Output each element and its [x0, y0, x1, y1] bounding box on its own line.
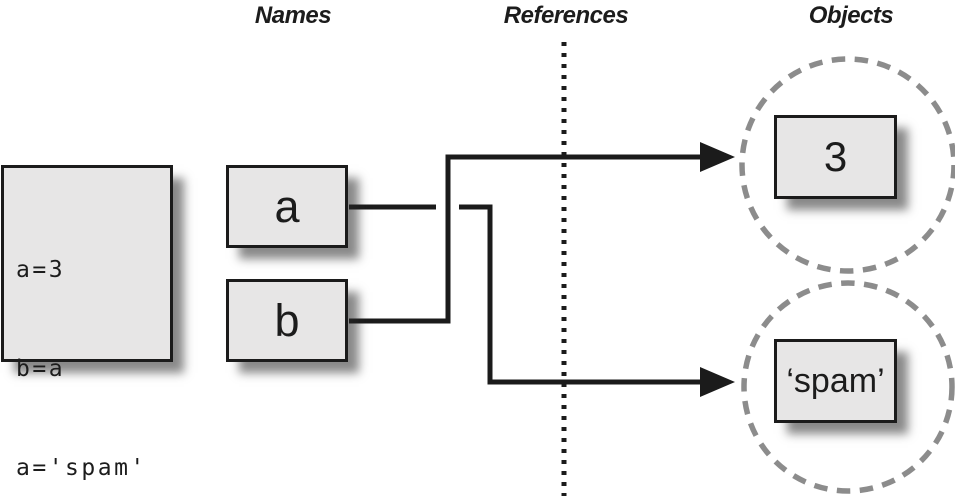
column-header-references: References	[503, 2, 629, 29]
code-line-1: a=3	[16, 257, 66, 283]
arrowhead-to-3	[700, 142, 735, 172]
column-header-objects: Objects	[808, 2, 894, 29]
name-box-a: a	[226, 165, 348, 248]
name-box-b: b	[226, 279, 348, 362]
object-circle-spam	[741, 280, 955, 494]
code-line-3: a='spam'	[16, 455, 147, 481]
code-line-2: b=a	[16, 356, 66, 382]
reference-line-a-to-spam	[459, 204, 702, 385]
arrowhead-to-spam	[700, 367, 735, 397]
column-header-names: Names	[254, 2, 332, 29]
object-box-3: 3	[774, 115, 897, 199]
code-box: a=3 b=a a='spam'	[1, 165, 173, 481]
object-circle-3	[739, 56, 955, 274]
object-box-spam: ‘spam’	[774, 339, 897, 423]
reference-line-b-to-3	[349, 154, 702, 324]
